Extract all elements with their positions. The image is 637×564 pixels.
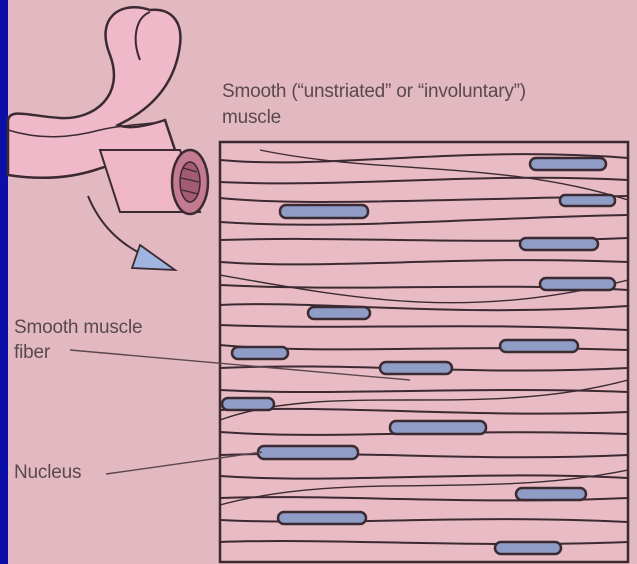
nucleus-label: Nucleus [14,461,81,485]
smooth-muscle-fiber-label-line-1: Smooth muscle [14,316,142,340]
smooth-muscle-fiber-label-line-2: fiber [14,341,50,365]
tissue-block [220,142,628,562]
title-line-2: muscle [222,106,281,130]
intestine-cross-section [100,150,208,214]
title-line-1: Smooth (“unstriated” or “involuntary”) [222,80,526,104]
